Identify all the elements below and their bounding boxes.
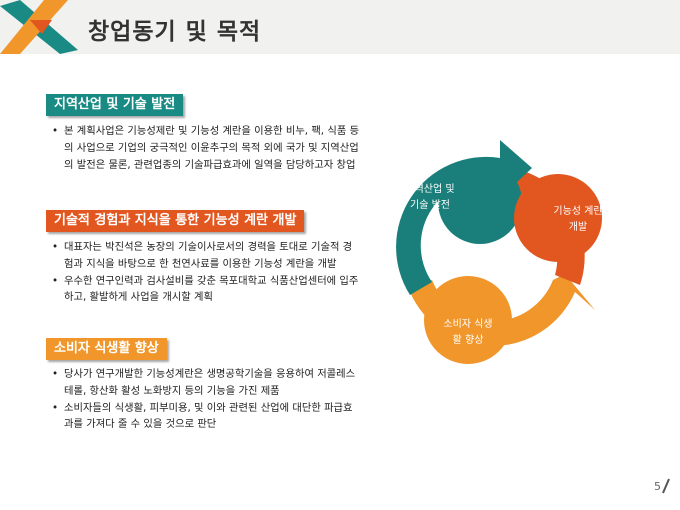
cycle-diagram: 지역산업 및 기술 발전 기능성 계란 개발 소비자 식생 활 향상 — [370, 120, 620, 370]
cycle-label-line: 소비자 식생 — [443, 319, 493, 330]
bullet-item: 소비자들의 식생활, 피부미용, 및 이와 관련된 산업에 대단한 파급효과를 … — [52, 400, 360, 434]
cycle-arrows — [396, 140, 602, 364]
cycle-label-line: 기능성 계란 — [553, 206, 603, 217]
section-label-tech: 기술적 경험과 지식을 통한 기능성 계란 개발 — [46, 210, 305, 232]
header-bar: 창업동기 및 목적 — [0, 0, 680, 54]
cycle-label-line: 지역산업 및 — [405, 184, 455, 195]
page-slash-icon — [662, 478, 670, 494]
section-label-consumer: 소비자 식생활 향상 — [46, 338, 167, 360]
section-bullets-tech: 대표자는 박진석은 농장의 기술이사로서의 경력을 토대로 기술적 경험과 지식… — [52, 239, 360, 306]
bullet-item: 본 계획사업은 기능성제란 및 기능성 계란을 이용한 비누, 팩, 식품 등의… — [52, 123, 360, 173]
section-bullets-consumer: 당사가 연구개발한 기능성계란은 생명공학기술을 응용하여 저콜레스테롤, 항산… — [52, 366, 360, 433]
bullet-item: 대표자는 박진석은 농장의 기술이사로서의 경력을 토대로 기술적 경험과 지식… — [52, 239, 360, 273]
section-bullets-regional: 본 계획사업은 기능성제란 및 기능성 계란을 이용한 비누, 팩, 식품 등의… — [52, 123, 360, 173]
cycle-label-product: 기능성 계란 개발 — [538, 204, 618, 236]
page-number: 5 — [654, 480, 661, 493]
cycle-label-line: 활 향상 — [452, 335, 484, 346]
section-label-regional: 지역산업 및 기술 발전 — [46, 94, 184, 116]
cycle-label-line: 기술 발전 — [410, 200, 450, 211]
cycle-label-consumer: 소비자 식생 활 향상 — [428, 317, 508, 349]
cycle-label-line: 개발 — [568, 222, 588, 233]
bullet-item: 당사가 연구개발한 기능성계란은 생명공학기술을 응용하여 저콜레스테롤, 항산… — [52, 366, 360, 400]
cycle-label-regional: 지역산업 및 기술 발전 — [390, 182, 470, 214]
logo-icon — [0, 0, 78, 54]
page-title: 창업동기 및 목적 — [88, 19, 262, 45]
bullet-item: 우수한 연구인력과 검사설비를 갖춘 목포대학교 식품산업센터에 입주하고, 활… — [52, 273, 360, 307]
